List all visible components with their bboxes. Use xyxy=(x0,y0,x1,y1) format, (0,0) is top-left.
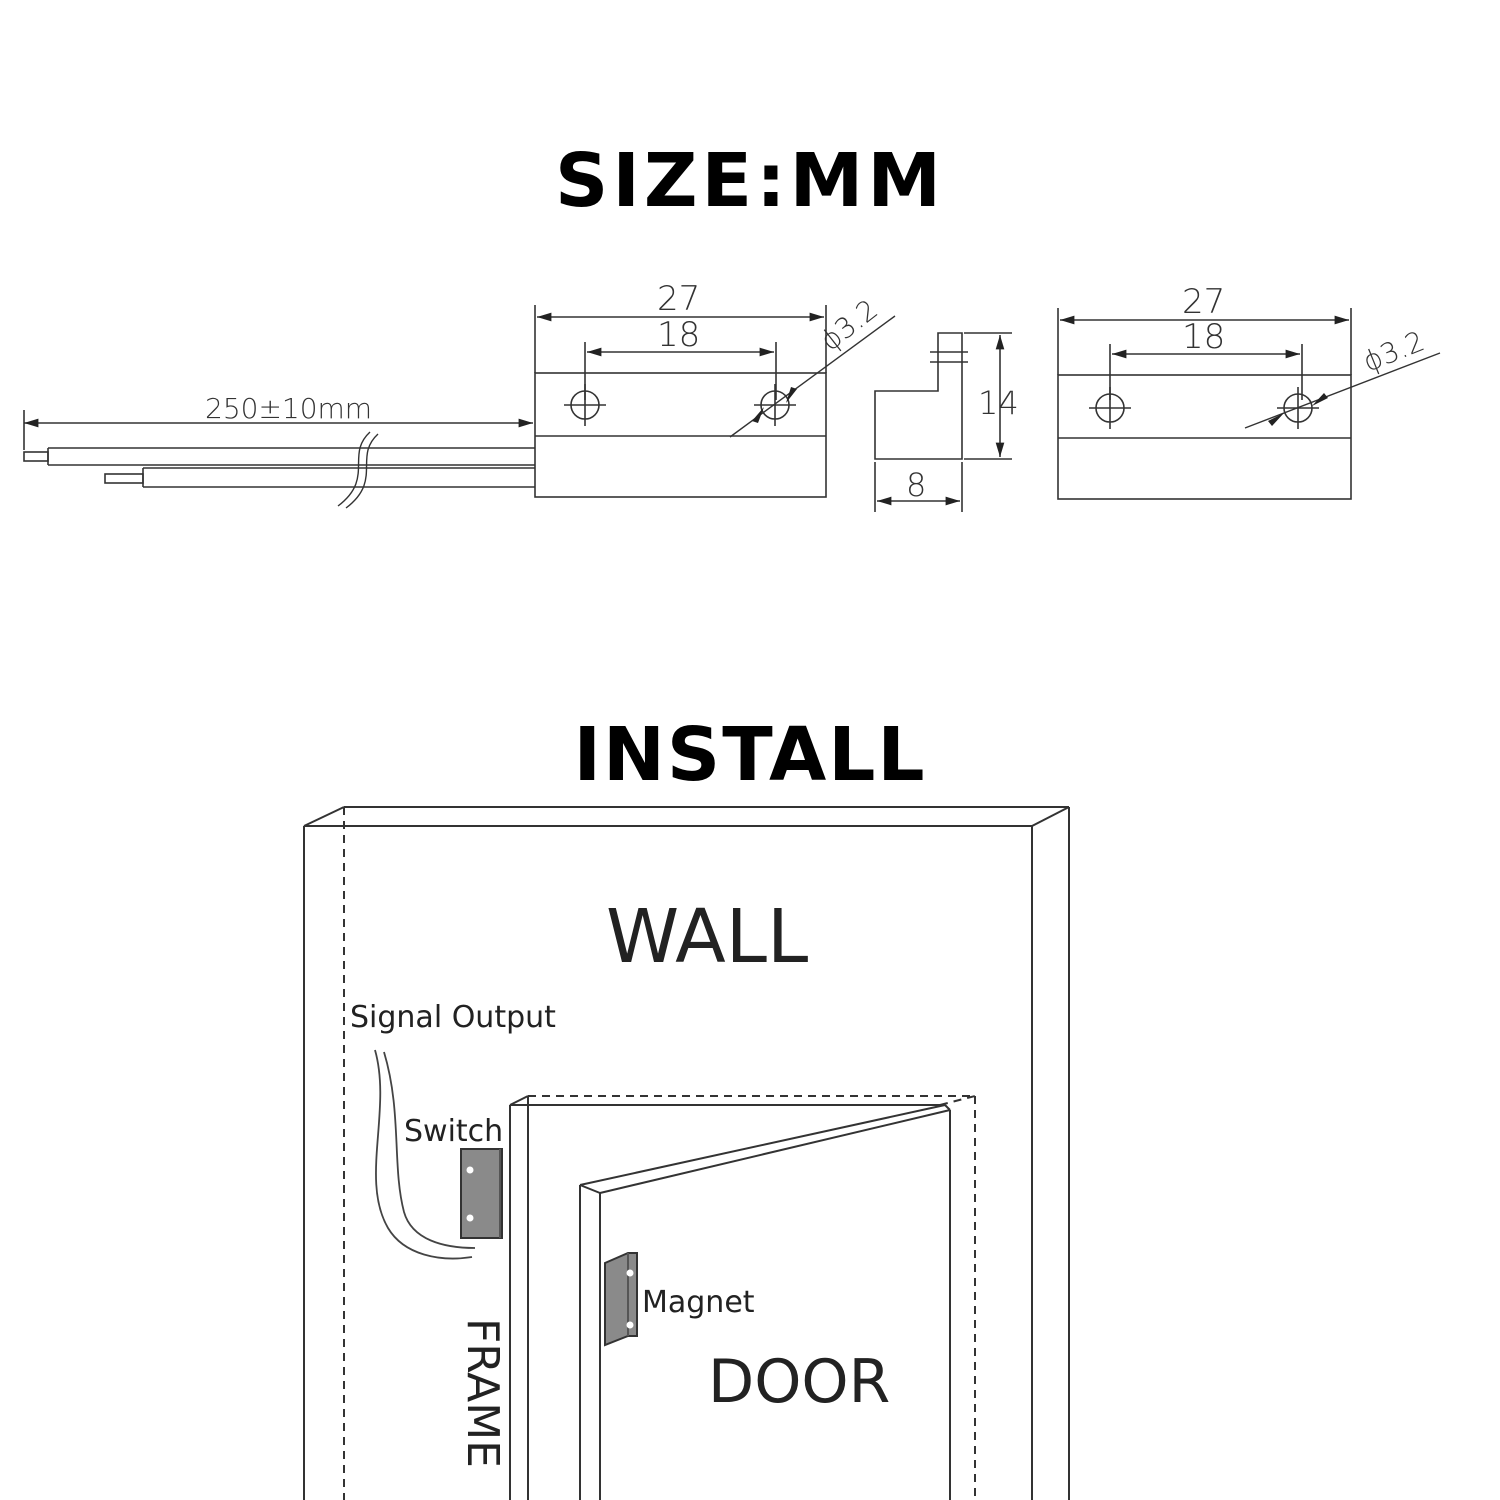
switch-hole-dia-label: ϕ3.2 xyxy=(814,293,884,358)
install-section-title: INSTALL xyxy=(573,712,927,798)
door-frame xyxy=(509,1095,976,1500)
switch-sensor xyxy=(460,1148,503,1239)
signal-output-label: Signal Output xyxy=(350,1000,556,1035)
height-label: 14 xyxy=(978,384,1019,422)
switch-front-view xyxy=(534,305,896,498)
wall-label: WALL xyxy=(606,894,808,980)
wire-assembly xyxy=(23,410,535,509)
switch-length-label: 27 xyxy=(657,279,700,319)
magnet-label: Magnet xyxy=(642,1285,755,1320)
frame-label: FRAME xyxy=(457,1318,508,1468)
magnet-sensor xyxy=(604,1252,638,1347)
wall-outline xyxy=(303,806,1070,1500)
switch-label: Switch xyxy=(404,1114,503,1149)
switch-hole-spacing-label: 18 xyxy=(657,315,700,355)
open-door xyxy=(579,1104,951,1500)
wire-length-label: 250±10mm xyxy=(205,392,372,425)
depth-label: 8 xyxy=(906,466,926,504)
size-section-title: SIZE:MM xyxy=(555,138,945,224)
door-label: DOOR xyxy=(708,1347,890,1417)
magnet-hole-dia-arrows xyxy=(1268,393,1328,426)
magnet-front-view xyxy=(1057,308,1441,500)
magnet-hole-spacing-label: 18 xyxy=(1182,317,1225,357)
signal-cable xyxy=(374,1049,476,1260)
magnet-length-label: 27 xyxy=(1182,282,1225,322)
side-view xyxy=(874,332,1012,512)
switch-hole-dia-arrows xyxy=(752,387,797,423)
